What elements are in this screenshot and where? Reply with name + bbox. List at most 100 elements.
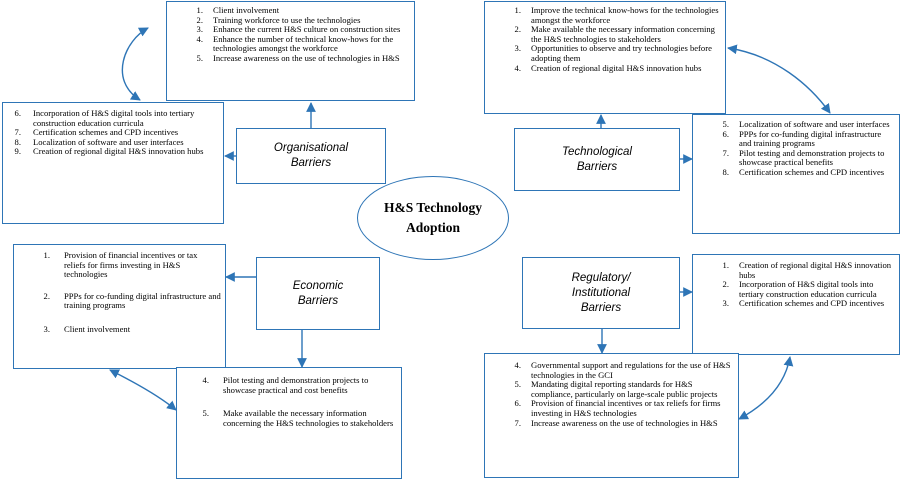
list-item: 7. Pilot testing and demonstration projec…	[699, 147, 895, 168]
org-left-list: 6. Incorporation of H&S digital tools int…	[7, 108, 219, 157]
item-number: 5.	[202, 408, 209, 419]
list-item: 5. Make available the necessary informati…	[181, 408, 397, 428]
tech-right-list: 5.Localization of software and user inte…	[699, 119, 895, 178]
reg-bottom-box: 4. Governmental support and regulations f…	[484, 353, 739, 478]
item-number: 5.	[196, 52, 203, 63]
item-number: 1.	[722, 260, 729, 270]
item-text: Increase awareness on the use of technol…	[531, 417, 718, 428]
econ-label-line1: Economic	[292, 279, 344, 292]
item-number: 3.	[196, 24, 203, 35]
tech-label-line1: Technological	[562, 145, 632, 158]
item-text: Increase awareness on the use of technol…	[213, 52, 400, 63]
list-item: 8.Certification schemes and CPD incentiv…	[699, 166, 895, 178]
list-item: 7.Certification schemes and CPD incentiv…	[7, 128, 219, 138]
econ-bottom-list: 4.Pilot testing and demonstration projec…	[181, 375, 397, 428]
list-item: 4.Pilot testing and demonstration projec…	[181, 375, 397, 395]
item-number: 4.	[196, 33, 203, 44]
list-item: 5.Mandating digital reporting standards …	[491, 379, 734, 399]
econ-left-box: 1.Provision of financial incentives or t…	[13, 244, 226, 369]
econ-bottom-box: 4.Pilot testing and demonstration projec…	[176, 367, 402, 479]
list-item: 1. Creation of regional digital H&S innov…	[699, 260, 895, 280]
list-item: 7. Increase awareness on the use of techn…	[491, 417, 734, 429]
item-number: 8.	[14, 136, 21, 147]
center-title-line2: Adoption	[405, 220, 461, 235]
tech-top-list: 1.Improve the technical know-hows for th…	[491, 5, 721, 73]
item-number: 1.	[514, 5, 521, 15]
item-number: 2.	[196, 14, 203, 25]
item-text: PPPs for co-funding digital infrastructu…	[64, 290, 221, 311]
list-item: 4. Governmental support and regulations f…	[491, 360, 734, 380]
list-item: 1.Improve the technical know-hows for th…	[491, 5, 721, 25]
list-item: 8. Localization of software and user inte…	[7, 136, 219, 148]
org-left-box: 6. Incorporation of H&S digital tools int…	[2, 102, 224, 224]
item-number: 4.	[202, 375, 209, 385]
list-item: 2. PPPs for co-funding digital infrastruc…	[18, 290, 221, 311]
item-number: 1.	[43, 250, 50, 260]
list-item: 6.PPPs for co-funding digital infrastruc…	[699, 128, 895, 149]
center-title-line1: H&S Technology	[384, 200, 482, 215]
item-number: 4.	[514, 360, 521, 370]
item-text: Governmental support and regulations for…	[531, 360, 731, 380]
item-number: 2.	[722, 279, 729, 290]
item-text: Client involvement	[64, 323, 131, 334]
list-item: 3.Client involvement	[18, 323, 221, 335]
item-number: 9.	[14, 146, 21, 157]
list-item: 6. Incorporation of H&S digital tools int…	[7, 108, 219, 128]
list-item: 3.Certification schemes and CPD incentiv…	[699, 299, 895, 309]
item-number: 6.	[722, 128, 729, 139]
item-text: Provision of financial incentives or tax…	[531, 398, 721, 418]
item-text: Incorporation of H&S digital tools into …	[739, 279, 877, 299]
reg-right-list: 1. Creation of regional digital H&S innov…	[699, 260, 895, 309]
econ-label-line2: Barriers	[297, 294, 339, 307]
item-number: 2.	[514, 24, 521, 35]
link-reg-curve	[738, 356, 794, 420]
list-item: 2. Make available the necessary informati…	[491, 24, 721, 44]
item-text: Enhance the current H&S culture on const…	[213, 24, 401, 35]
tech-top-box: 1.Improve the technical know-hows for th…	[484, 1, 726, 114]
list-item: 3. Enhance the current H&S culture on con…	[173, 25, 410, 35]
list-item: 9. Creation of regional digital H&S innov…	[7, 147, 219, 157]
org-label-line2: Barriers	[290, 157, 332, 169]
item-number: 7.	[514, 417, 521, 428]
item-number: 6.	[14, 108, 21, 118]
list-item: 5. Increase awareness on the use of techn…	[173, 52, 410, 64]
item-text: Incorporation of H&S digital tools into …	[33, 108, 195, 128]
item-number: 7.	[14, 127, 21, 138]
reg-right-box: 1. Creation of regional digital H&S innov…	[692, 254, 900, 355]
item-number: 7.	[722, 147, 729, 158]
link-econ-curve	[109, 369, 177, 411]
list-item: 2.Training workforce to use the technolo…	[173, 14, 410, 26]
reg-bottom-list: 4. Governmental support and regulations f…	[491, 360, 734, 429]
link-org-curve	[121, 27, 149, 101]
item-text: Creation of regional digital H&S innovat…	[33, 146, 204, 157]
tech-label-line2: Barriers	[576, 160, 618, 173]
item-text: Creation of regional digital H&S innovat…	[531, 62, 702, 73]
center-node: H&S Technology Adoption	[357, 176, 509, 260]
item-text: Pilot testing and demonstration projects…	[739, 147, 885, 168]
item-number: 5.	[722, 119, 729, 129]
item-text: Make available the necessary information…	[531, 24, 715, 44]
item-number: 4.	[514, 62, 521, 73]
item-number: 1.	[196, 5, 203, 15]
item-text: Creation of regional digital H&S innovat…	[739, 260, 892, 280]
item-text: Make available the necessary information…	[223, 408, 394, 428]
org-label-line1: Organisational	[273, 142, 349, 154]
list-item: 4.Enhance the number of technical know-h…	[173, 33, 410, 54]
item-text: Opportunities to observe and try technol…	[531, 43, 712, 63]
list-item: 5.Localization of software and user inte…	[699, 119, 895, 130]
reg-label-line3: Barriers	[580, 301, 622, 314]
item-text: Certification schemes and CPD incentives	[739, 166, 885, 177]
list-item: 1.Provision of financial incentives or t…	[18, 250, 221, 280]
link-tech-curve	[727, 44, 831, 114]
item-text: Certification schemes and CPD incentives	[739, 298, 885, 309]
item-number: 2.	[43, 290, 50, 301]
list-item: 2. Incorporation of H&S digital tools int…	[699, 279, 895, 299]
list-item: 1.Client involvement	[173, 5, 410, 16]
item-text: Localization of software and user interf…	[33, 136, 184, 147]
item-number: 3.	[514, 43, 521, 54]
